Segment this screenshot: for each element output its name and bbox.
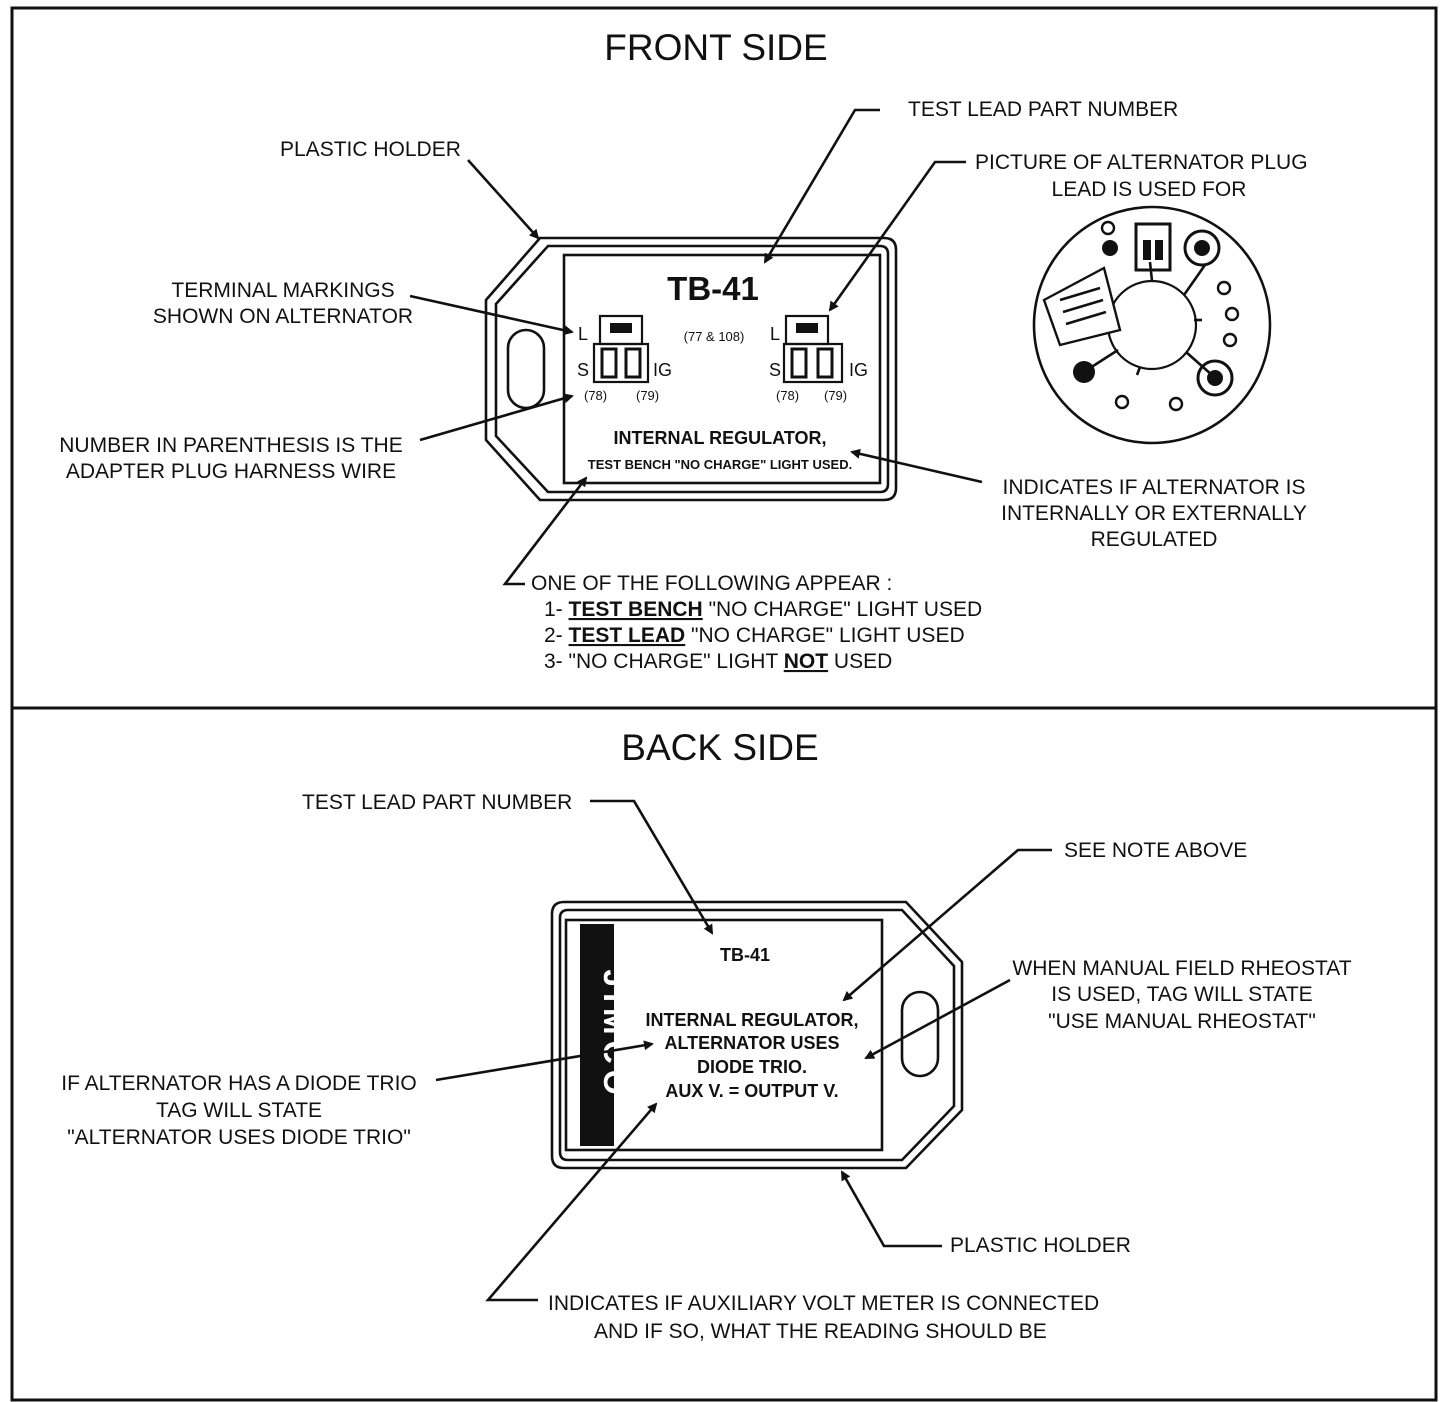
terminal-markings-line1: TERMINAL MARKINGS — [171, 279, 394, 302]
back-plastic-holder-label: PLASTIC HOLDER — [950, 1234, 1131, 1257]
indicates-line2: INTERNALLY OR EXTERNALLY — [1001, 502, 1307, 525]
diode-line2: TAG WILL STATE — [156, 1099, 322, 1122]
back-hang-slot — [900, 990, 940, 1078]
back-panel-frame — [10, 706, 1438, 1402]
front-plastic-holder-label: PLASTIC HOLDER — [280, 138, 461, 161]
svg-text:JIMCO: JIMCO — [597, 969, 633, 1100]
aux-line1: INDICATES IF AUXILIARY VOLT METER IS CON… — [548, 1292, 1099, 1315]
back-tag-line1: INTERNAL REGULATOR, — [645, 1010, 858, 1030]
left-plug-icon — [592, 314, 650, 384]
back-tag-line2: ALTERNATOR USES — [664, 1033, 839, 1053]
back-tag-part-number: TB-41 — [720, 945, 770, 965]
picture-label-line1: PICTURE OF ALTERNATOR PLUG — [975, 151, 1308, 174]
diode-line1: IF ALTERNATOR HAS A DIODE TRIO — [61, 1072, 417, 1095]
rheostat-line3: "USE MANUAL RHEOSTAT" — [1048, 1010, 1316, 1033]
right-plug-pin-l: L — [770, 324, 780, 344]
front-tag: TB-41 (77 & 108) L S IG (78) (79) L S IG… — [484, 236, 898, 502]
right-plug-icon — [782, 314, 844, 384]
right-plug-pin-s: S — [769, 360, 781, 380]
rheostat-line2: IS USED, TAG WILL STATE — [1051, 983, 1312, 1006]
back-leader-lines — [435, 799, 1052, 1302]
right-plug-wire-s: (78) — [776, 388, 799, 403]
indicates-line3: REGULATED — [1091, 528, 1218, 551]
see-note-above-label: SEE NOTE ABOVE — [1064, 839, 1247, 862]
option-2: 2- TEST LEAD "NO CHARGE" LIGHT USED — [544, 624, 965, 647]
back-tag-line4: AUX V. = OUTPUT V. — [665, 1081, 838, 1101]
front-tag-part-number: TB-41 — [667, 270, 759, 307]
hang-slot — [506, 328, 546, 410]
option-1: 1- TEST BENCH "NO CHARGE" LIGHT USED — [544, 598, 982, 621]
front-tag-light-line: TEST BENCH "NO CHARGE" LIGHT USED. — [588, 457, 852, 472]
front-tag-regulator-line: INTERNAL REGULATOR, — [613, 428, 826, 448]
front-title: FRONT SIDE — [604, 27, 827, 68]
number-paren-line1: NUMBER IN PARENTHESIS IS THE — [59, 434, 402, 457]
rheostat-line1: WHEN MANUAL FIELD RHEOSTAT — [1012, 957, 1351, 980]
front-tag-middle-wire: (77 & 108) — [684, 329, 745, 344]
terminal-markings-line2: SHOWN ON ALTERNATOR — [153, 305, 413, 328]
left-plug-wire-s: (78) — [584, 388, 607, 403]
jimco-brand-strip: JIMCO — [580, 924, 633, 1146]
aux-line2: AND IF SO, WHAT THE READING SHOULD BE — [594, 1320, 1047, 1343]
picture-label-line2: LEAD IS USED FOR — [1052, 178, 1247, 201]
right-plug-pin-ig: IG — [849, 360, 868, 380]
option-3: 3- "NO CHARGE" LIGHT NOT USED — [544, 650, 892, 673]
diode-line3: "ALTERNATOR USES DIODE TRIO" — [67, 1126, 411, 1149]
back-test-lead-part-number-label: TEST LEAD PART NUMBER — [302, 791, 572, 814]
back-tag-line3: DIODE TRIO. — [697, 1057, 807, 1077]
indicates-line1: INDICATES IF ALTERNATOR IS — [1003, 476, 1306, 499]
front-test-lead-part-number-label: TEST LEAD PART NUMBER — [908, 98, 1178, 121]
alternator-plug-picture — [1032, 205, 1272, 445]
left-plug-pin-l: L — [578, 324, 588, 344]
left-plug-pin-s: S — [577, 360, 589, 380]
number-paren-line2: ADAPTER PLUG HARNESS WIRE — [66, 460, 396, 483]
back-title: BACK SIDE — [621, 727, 818, 768]
back-tag: JIMCO TB-41 INTERNAL REGULATOR, ALTERNAT… — [550, 900, 964, 1170]
following-title: ONE OF THE FOLLOWING APPEAR : — [531, 572, 892, 595]
left-plug-pin-ig: IG — [653, 360, 672, 380]
left-plug-wire-ig: (79) — [636, 388, 659, 403]
right-plug-wire-ig: (79) — [824, 388, 847, 403]
front-leader-lines — [409, 108, 983, 586]
